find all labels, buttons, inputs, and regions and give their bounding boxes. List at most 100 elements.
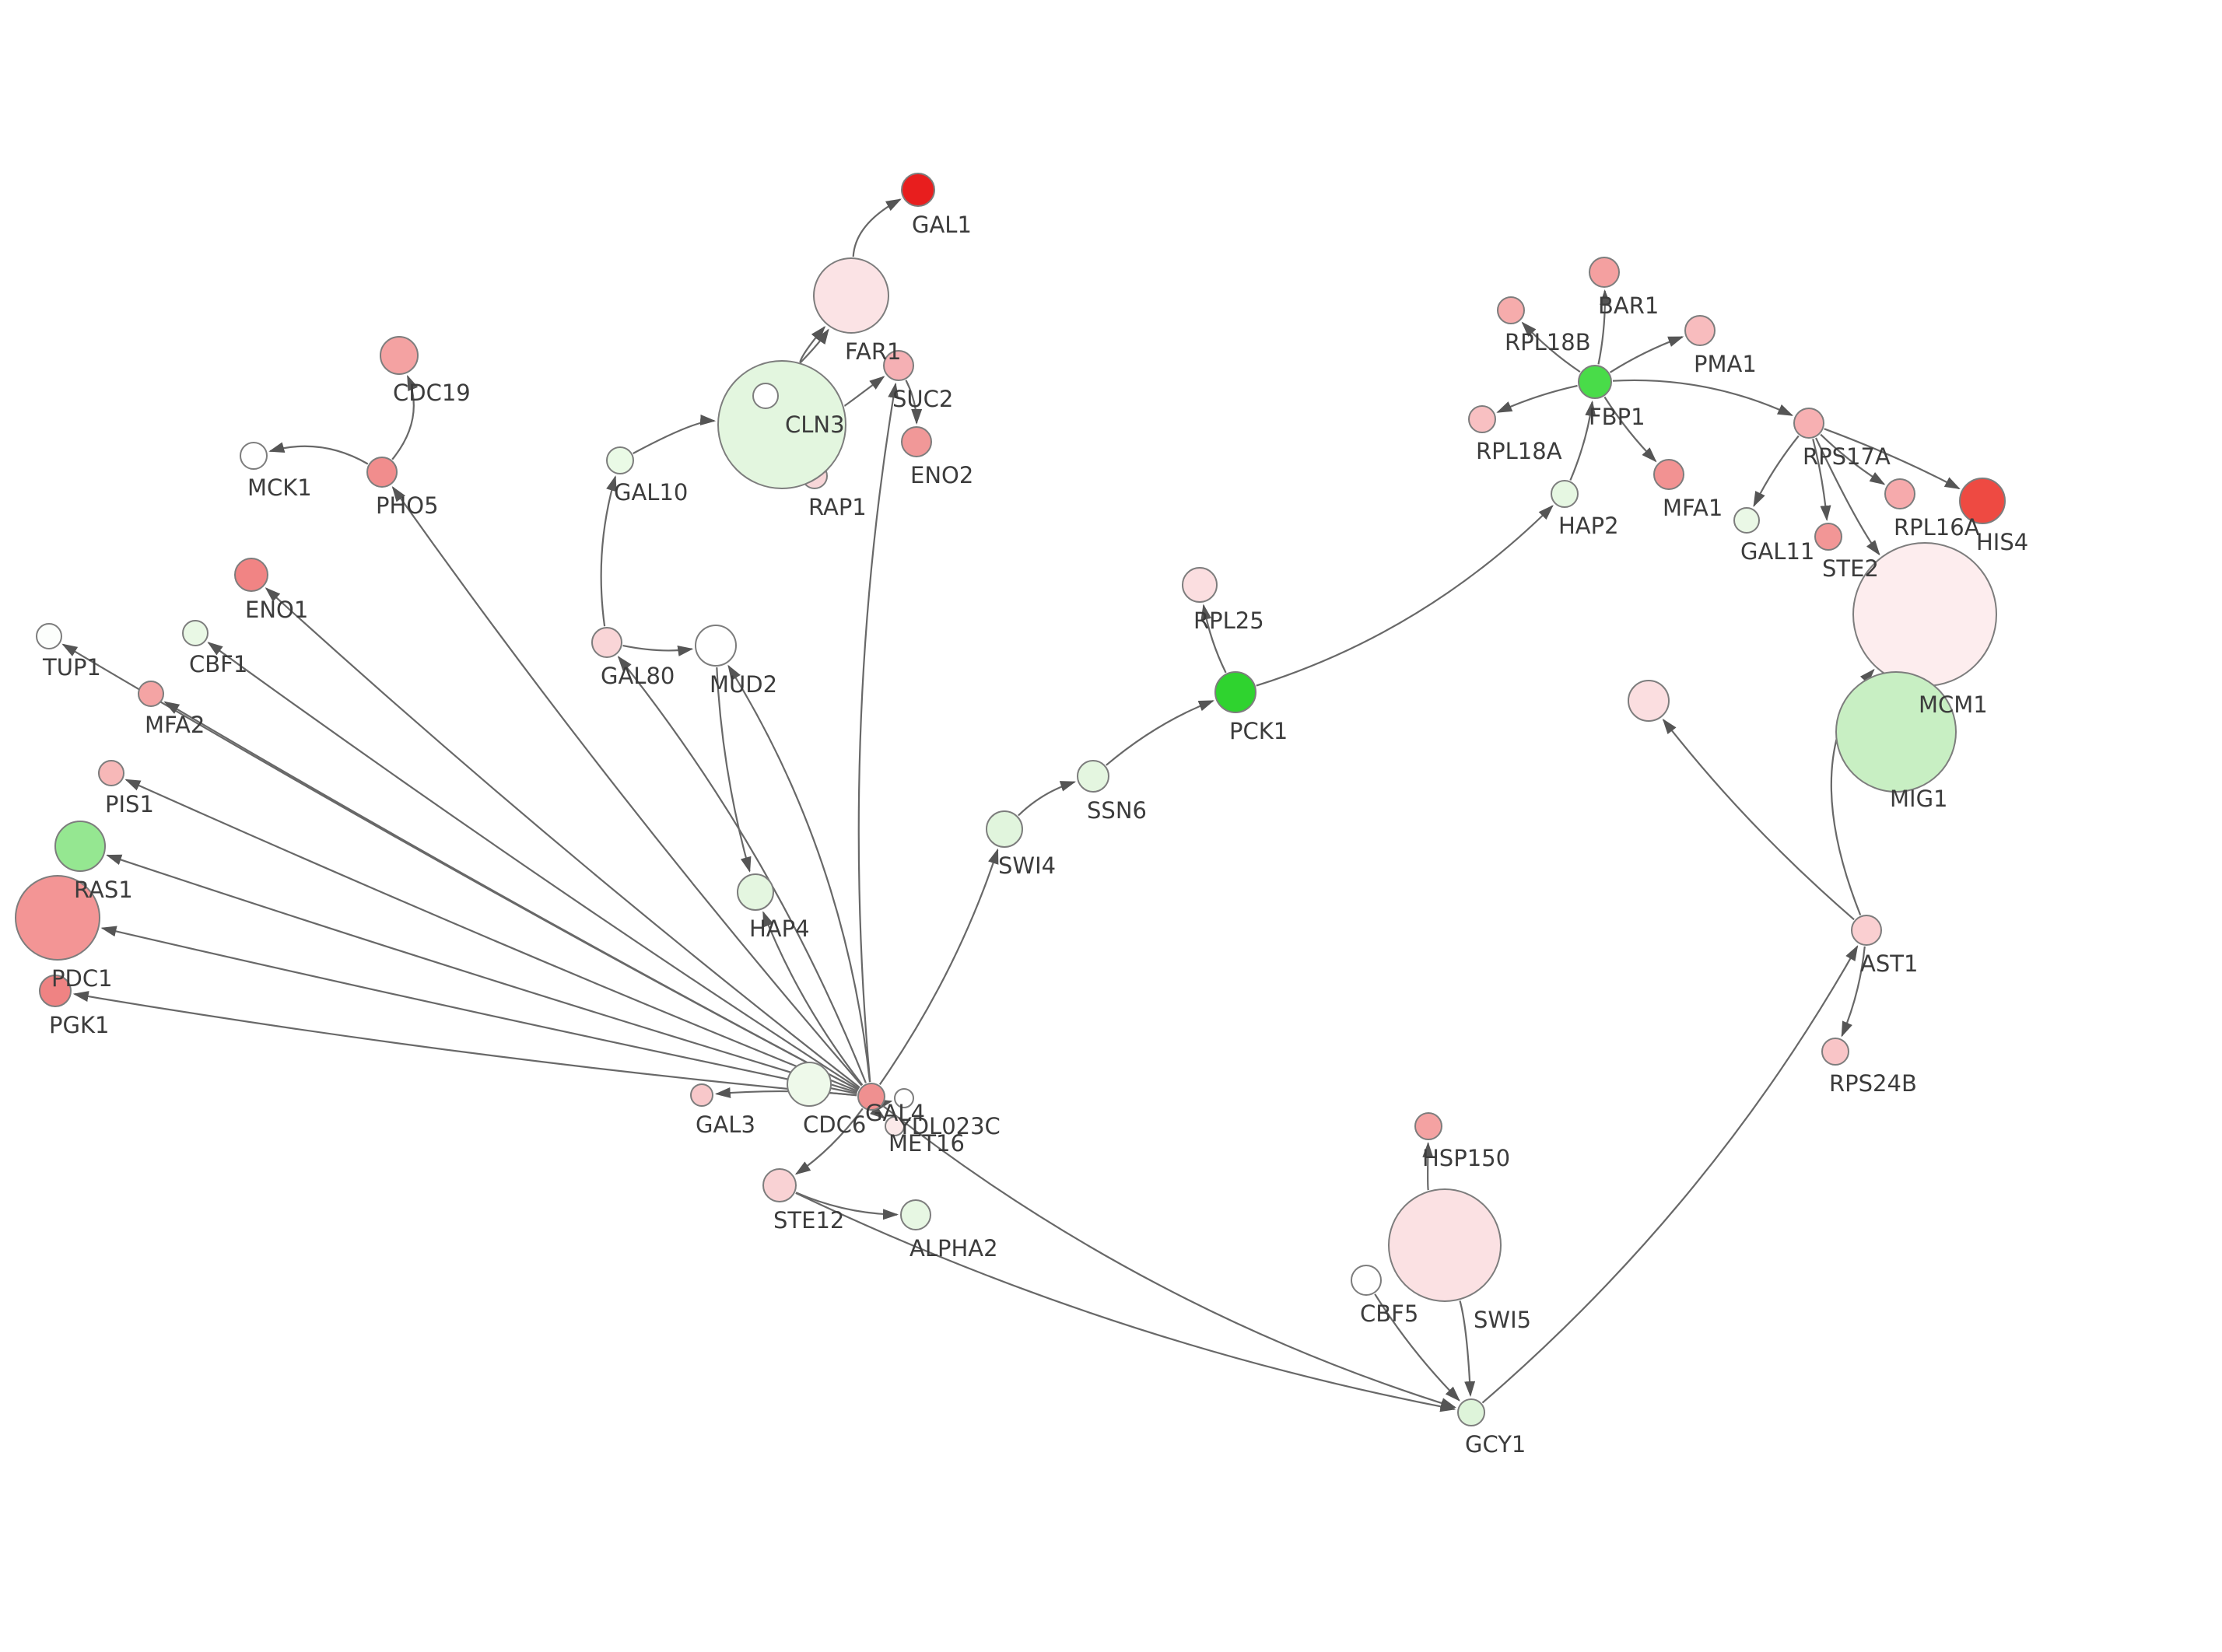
- node-BAR1[interactable]: [1589, 257, 1620, 288]
- edge-GAL4-HAP4[interactable]: [762, 911, 864, 1086]
- edge-GAL4-GAL80[interactable]: [617, 656, 867, 1083]
- edge-GAL4-SWI4[interactable]: [878, 848, 999, 1086]
- edge-STE12-ALPHA2[interactable]: [795, 1192, 899, 1220]
- node-GAL11[interactable]: [1733, 507, 1760, 534]
- node-CBF5[interactable]: [1351, 1265, 1382, 1296]
- edge-CBF5-GCY1[interactable]: [1374, 1293, 1460, 1402]
- node-RPL16A[interactable]: [1884, 478, 1915, 509]
- node-PCK1[interactable]: [1214, 671, 1256, 713]
- node-AST1[interactable]: [1851, 915, 1882, 946]
- edge-PHO5-MCK1[interactable]: [268, 442, 369, 465]
- edge-RPS17A-MCM1[interactable]: [1815, 437, 1880, 556]
- edge-SWI4-SSN6[interactable]: [1018, 781, 1077, 817]
- node-MFA2[interactable]: [138, 681, 164, 707]
- edge-GAL4-MUD2[interactable]: [727, 664, 871, 1083]
- edge-MUD2-HAP4[interactable]: [716, 667, 752, 873]
- edge-PHO5-CDC19[interactable]: [391, 374, 419, 460]
- edge-GAL4-RAS1[interactable]: [106, 854, 858, 1094]
- node-MET16[interactable]: [885, 1116, 905, 1136]
- node-STE12[interactable]: [762, 1168, 797, 1202]
- node-HAP4[interactable]: [737, 873, 774, 911]
- node-MIG1[interactable]: [1835, 671, 1957, 793]
- edge-PCK1-RPL25[interactable]: [1200, 604, 1227, 674]
- edge-GAL4-PGK1[interactable]: [72, 991, 857, 1097]
- edge-SSN6-PCK1[interactable]: [1106, 700, 1214, 766]
- edge-RPS17A-STE2[interactable]: [1812, 439, 1831, 522]
- node-YDL023C[interactable]: [894, 1088, 914, 1108]
- node-MUD2[interactable]: [695, 625, 737, 667]
- node-SUC2[interactable]: [883, 350, 914, 381]
- node-FAR1[interactable]: [813, 257, 889, 334]
- node-RPS17A[interactable]: [1793, 408, 1824, 439]
- node-SWI4[interactable]: [986, 810, 1023, 848]
- edge-GAL80-MUD2[interactable]: [622, 645, 694, 656]
- node-RPL25[interactable]: [1182, 567, 1218, 603]
- node-FBP1[interactable]: [1578, 365, 1612, 399]
- edge-FAR1-GAL1[interactable]: [852, 198, 902, 257]
- node-TUP1[interactable]: [36, 623, 62, 649]
- edge-FBP1-PMA1[interactable]: [1609, 336, 1684, 373]
- edge-STE12-GCY1[interactable]: [795, 1192, 1456, 1412]
- node-HAP2[interactable]: [1551, 480, 1579, 508]
- node-CLN3[interactable]: [717, 360, 846, 489]
- node-STE2[interactable]: [1814, 523, 1842, 551]
- node-N1[interactable]: [752, 383, 779, 409]
- node-GCY1[interactable]: [1457, 1398, 1485, 1426]
- edge-GAL4-CBF1[interactable]: [207, 642, 860, 1090]
- node-CBF1[interactable]: [182, 620, 209, 646]
- edge-CLN3-FAR1[interactable]: [799, 325, 826, 362]
- node-MFA1[interactable]: [1653, 459, 1684, 490]
- node-ALPHA2[interactable]: [900, 1199, 931, 1230]
- node-MCK1[interactable]: [240, 442, 268, 470]
- edge-SUC2-ENO2[interactable]: [905, 380, 923, 425]
- node-GAL80[interactable]: [591, 627, 622, 658]
- edge-GAL4-GCY1[interactable]: [882, 1104, 1456, 1409]
- node-CDC19[interactable]: [380, 336, 419, 375]
- node-GAL4[interactable]: [857, 1083, 885, 1111]
- node-HSP150[interactable]: [1414, 1112, 1442, 1140]
- edge-GAL4-GAL3[interactable]: [714, 1087, 857, 1098]
- edge-AST1-RPS24B[interactable]: [1841, 946, 1866, 1038]
- node-GAL10[interactable]: [606, 446, 634, 474]
- edge-GAL4-SUC2[interactable]: [857, 382, 899, 1083]
- node-RAS1[interactable]: [54, 821, 106, 872]
- node-ENO2[interactable]: [901, 426, 932, 457]
- edge-RPS17A-HIS4[interactable]: [1824, 428, 1961, 490]
- edge-PCK1-HAP2[interactable]: [1256, 505, 1554, 687]
- edge-CLN3-SUC2[interactable]: [843, 376, 885, 407]
- node-PMA1[interactable]: [1684, 315, 1716, 346]
- node-GAL3[interactable]: [690, 1083, 713, 1107]
- edge-RPS17A-GAL11[interactable]: [1753, 435, 1800, 507]
- node-PIS1[interactable]: [98, 760, 124, 786]
- edge-GAL4-STE12[interactable]: [794, 1108, 864, 1175]
- edge-GAL4-YDL023C[interactable]: [876, 1099, 893, 1110]
- node-CDC6[interactable]: [787, 1062, 832, 1107]
- edge-FBP1-RPL18A[interactable]: [1496, 384, 1578, 413]
- edge-GAL4-MET16[interactable]: [870, 1105, 886, 1119]
- edge-GAL4-ENO1[interactable]: [265, 587, 860, 1089]
- node-RPS24B[interactable]: [1821, 1038, 1849, 1066]
- node-HIS4[interactable]: [1959, 478, 2006, 524]
- node-N2[interactable]: [1628, 680, 1670, 722]
- edge-GAL4-PIS1[interactable]: [124, 779, 858, 1092]
- edge-FBP1-MFA1[interactable]: [1603, 396, 1657, 463]
- edge-HAP2-FBP1[interactable]: [1569, 400, 1596, 481]
- node-GAL1[interactable]: [901, 173, 935, 207]
- edge-FBP1-BAR1[interactable]: [1597, 289, 1611, 365]
- edge-FBP1-RPL18B[interactable]: [1521, 321, 1581, 373]
- node-SWI5[interactable]: [1388, 1188, 1502, 1302]
- node-SSN6[interactable]: [1077, 760, 1109, 793]
- edge-AST1-N2[interactable]: [1662, 718, 1855, 921]
- node-PDC1[interactable]: [15, 875, 100, 961]
- edge-GAL4-PHO5[interactable]: [391, 485, 863, 1087]
- edge-GAL80-GAL10[interactable]: [600, 475, 617, 627]
- node-PGK1[interactable]: [39, 975, 72, 1007]
- edge-GAL4-MFA2[interactable]: [163, 701, 859, 1091]
- edge-GAL10-CLN3[interactable]: [633, 415, 717, 454]
- edge-SWI5-GCY1[interactable]: [1459, 1300, 1476, 1397]
- edge-GCY1-AST1[interactable]: [1481, 945, 1859, 1404]
- node-ENO1[interactable]: [234, 558, 268, 592]
- edge-GAL4-PDC1[interactable]: [100, 926, 857, 1095]
- node-RPL18A[interactable]: [1468, 405, 1496, 433]
- edge-RPS17A-RPL16A[interactable]: [1820, 433, 1886, 485]
